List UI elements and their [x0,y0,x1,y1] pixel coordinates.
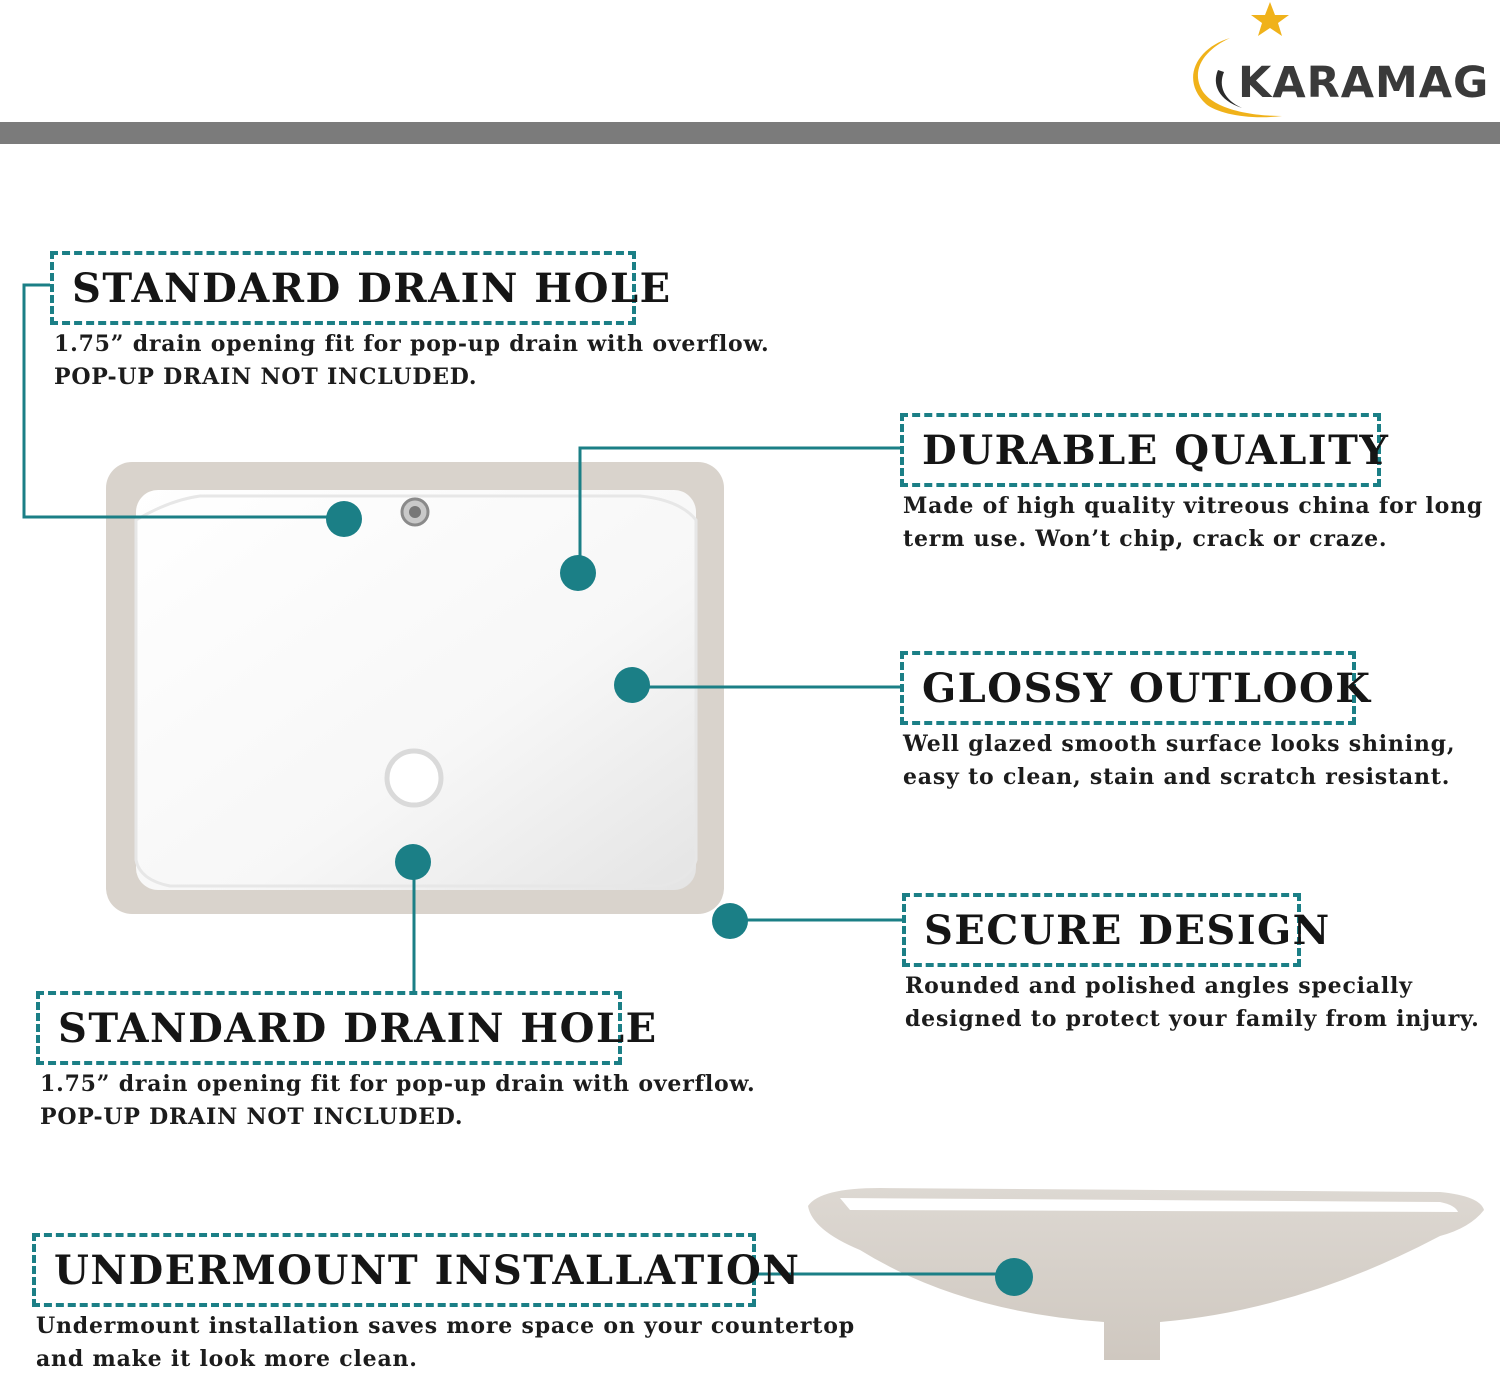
feature-title-glossy-outlook: GLOSSY OUTLOOK [900,651,1370,725]
star-swoosh-icon [1193,2,1289,118]
desc-line: POP-UP DRAIN NOT INCLUDED. [54,364,478,390]
desc-line: 1.75” drain opening fit for pop-up drain… [54,331,770,357]
desc-line: easy to clean, stain and scratch resista… [903,764,1451,790]
brand-name: KARAMAG [1238,58,1490,108]
drain-hole [384,748,444,808]
desc-line: term use. Won’t chip, crack or craze. [903,526,1388,552]
feature-title-standard-drain-hole-top: STANDARD DRAIN HOLE [50,251,670,325]
desc-line: designed to protect your family from inj… [905,1006,1480,1032]
feature-desc-glossy-outlook: Well glazed smooth surface looks shining… [903,728,1455,794]
desc-line: Well glazed smooth surface looks shining… [903,731,1456,757]
feature-title-undermount-installation: UNDERMOUNT INSTALLATION [32,1233,799,1307]
feature-desc-undermount-installation: Undermount installation saves more space… [36,1310,855,1376]
feature-desc-standard-drain-hole-bottom: 1.75” drain opening fit for pop-up drain… [40,1068,756,1134]
feature-desc-standard-drain-hole-top: 1.75” drain opening fit for pop-up drain… [54,328,770,394]
brand-logo: KARAMAG [1178,0,1488,122]
feature-desc-durable-quality: Made of high quality vitreous china for … [903,490,1483,556]
desc-line: and make it look more clean. [36,1346,418,1372]
feature-desc-secure-design: Rounded and polished angles specially de… [905,970,1480,1036]
sink-side-view [808,1188,1484,1360]
callout-dots [326,501,1033,1296]
feature-title-durable-quality: DURABLE QUALITY [900,413,1388,487]
feature-title-secure-design: SECURE DESIGN [902,893,1329,967]
desc-line: Rounded and polished angles specially [905,973,1413,999]
desc-line: 1.75” drain opening fit for pop-up drain… [40,1071,756,1097]
header-bar [0,122,1500,144]
desc-line: Undermount installation saves more space… [36,1313,855,1339]
desc-line: Made of high quality vitreous china for … [903,493,1484,519]
desc-line: POP-UP DRAIN NOT INCLUDED. [40,1104,464,1130]
feature-title-standard-drain-hole-bottom: STANDARD DRAIN HOLE [36,991,656,1065]
connector-lines [22,283,1016,1276]
